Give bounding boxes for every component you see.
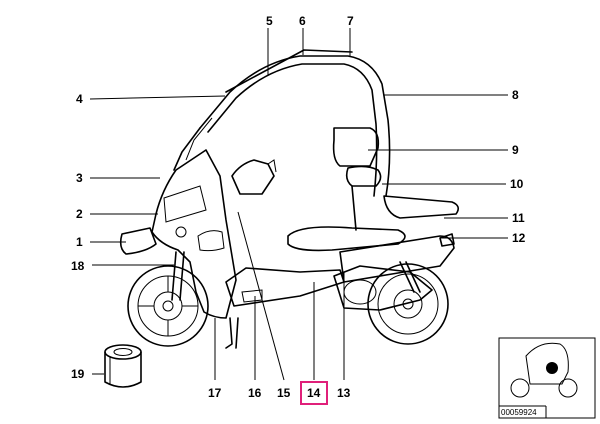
inset-code: 00059924: [501, 408, 537, 417]
headrest: [332, 127, 380, 167]
roof-frame: [199, 55, 391, 197]
front-wheel: [127, 265, 209, 347]
roof-top-edge: [225, 49, 353, 93]
front-lock-circle: [175, 226, 187, 238]
inset-thumbnail: 00059924: [498, 337, 596, 419]
tail-light: [439, 233, 455, 247]
side-panel-vent: [241, 289, 263, 303]
front-vent: [197, 230, 225, 252]
part-19-canister: [104, 344, 142, 388]
seat-back: [351, 185, 357, 231]
rear-body: [339, 235, 455, 283]
callout-9: 9: [512, 143, 519, 157]
mirror-stalk: [267, 159, 277, 173]
callout-7: 7: [347, 14, 354, 28]
callout-8: 8: [512, 88, 519, 102]
rear-wheel: [367, 263, 449, 345]
callout-labels: 5 6 7 4 8 9 10 3 2 11 12 1 18 19 17 16 1…: [71, 14, 526, 405]
windshield-inner: [185, 117, 213, 161]
headrest-pad: [345, 165, 382, 187]
callout-3: 3: [76, 171, 83, 185]
callout-12: 12: [512, 231, 526, 245]
front-fork: [171, 251, 185, 301]
front-panel-line: [163, 185, 207, 223]
windshield: [173, 127, 201, 171]
callout-5: 5: [266, 14, 273, 28]
highlight-box: [300, 381, 328, 405]
rear-carrier: [383, 195, 460, 219]
callout-16: 16: [248, 386, 262, 400]
callout-17: 17: [208, 386, 222, 400]
inset-location-dot: [546, 362, 558, 374]
headlight: [119, 227, 157, 255]
front-body: [151, 149, 237, 319]
callout-14[interactable]: 14: [307, 386, 321, 400]
callout-6: 6: [299, 14, 306, 28]
callout-13: 13: [337, 386, 351, 400]
callout-10: 10: [510, 177, 524, 191]
callout-15: 15: [277, 386, 291, 400]
variator-cover: [343, 279, 377, 305]
seat: [287, 226, 406, 252]
callout-4: 4: [76, 92, 83, 106]
callout-18: 18: [71, 259, 85, 273]
roof-frame-inner: [207, 63, 378, 197]
leader-lines: [89, 28, 508, 381]
floorboard: [225, 267, 345, 307]
callout-2: 2: [76, 207, 83, 221]
callout-19: 19: [71, 367, 85, 381]
center-stand: [225, 317, 239, 349]
engine-swingarm: [333, 265, 433, 311]
callout-11: 11: [512, 211, 525, 225]
callout-1: 1: [76, 235, 83, 249]
rear-shock: [399, 261, 421, 293]
handlebar: [231, 159, 275, 195]
scooter-illustration: [119, 49, 460, 349]
